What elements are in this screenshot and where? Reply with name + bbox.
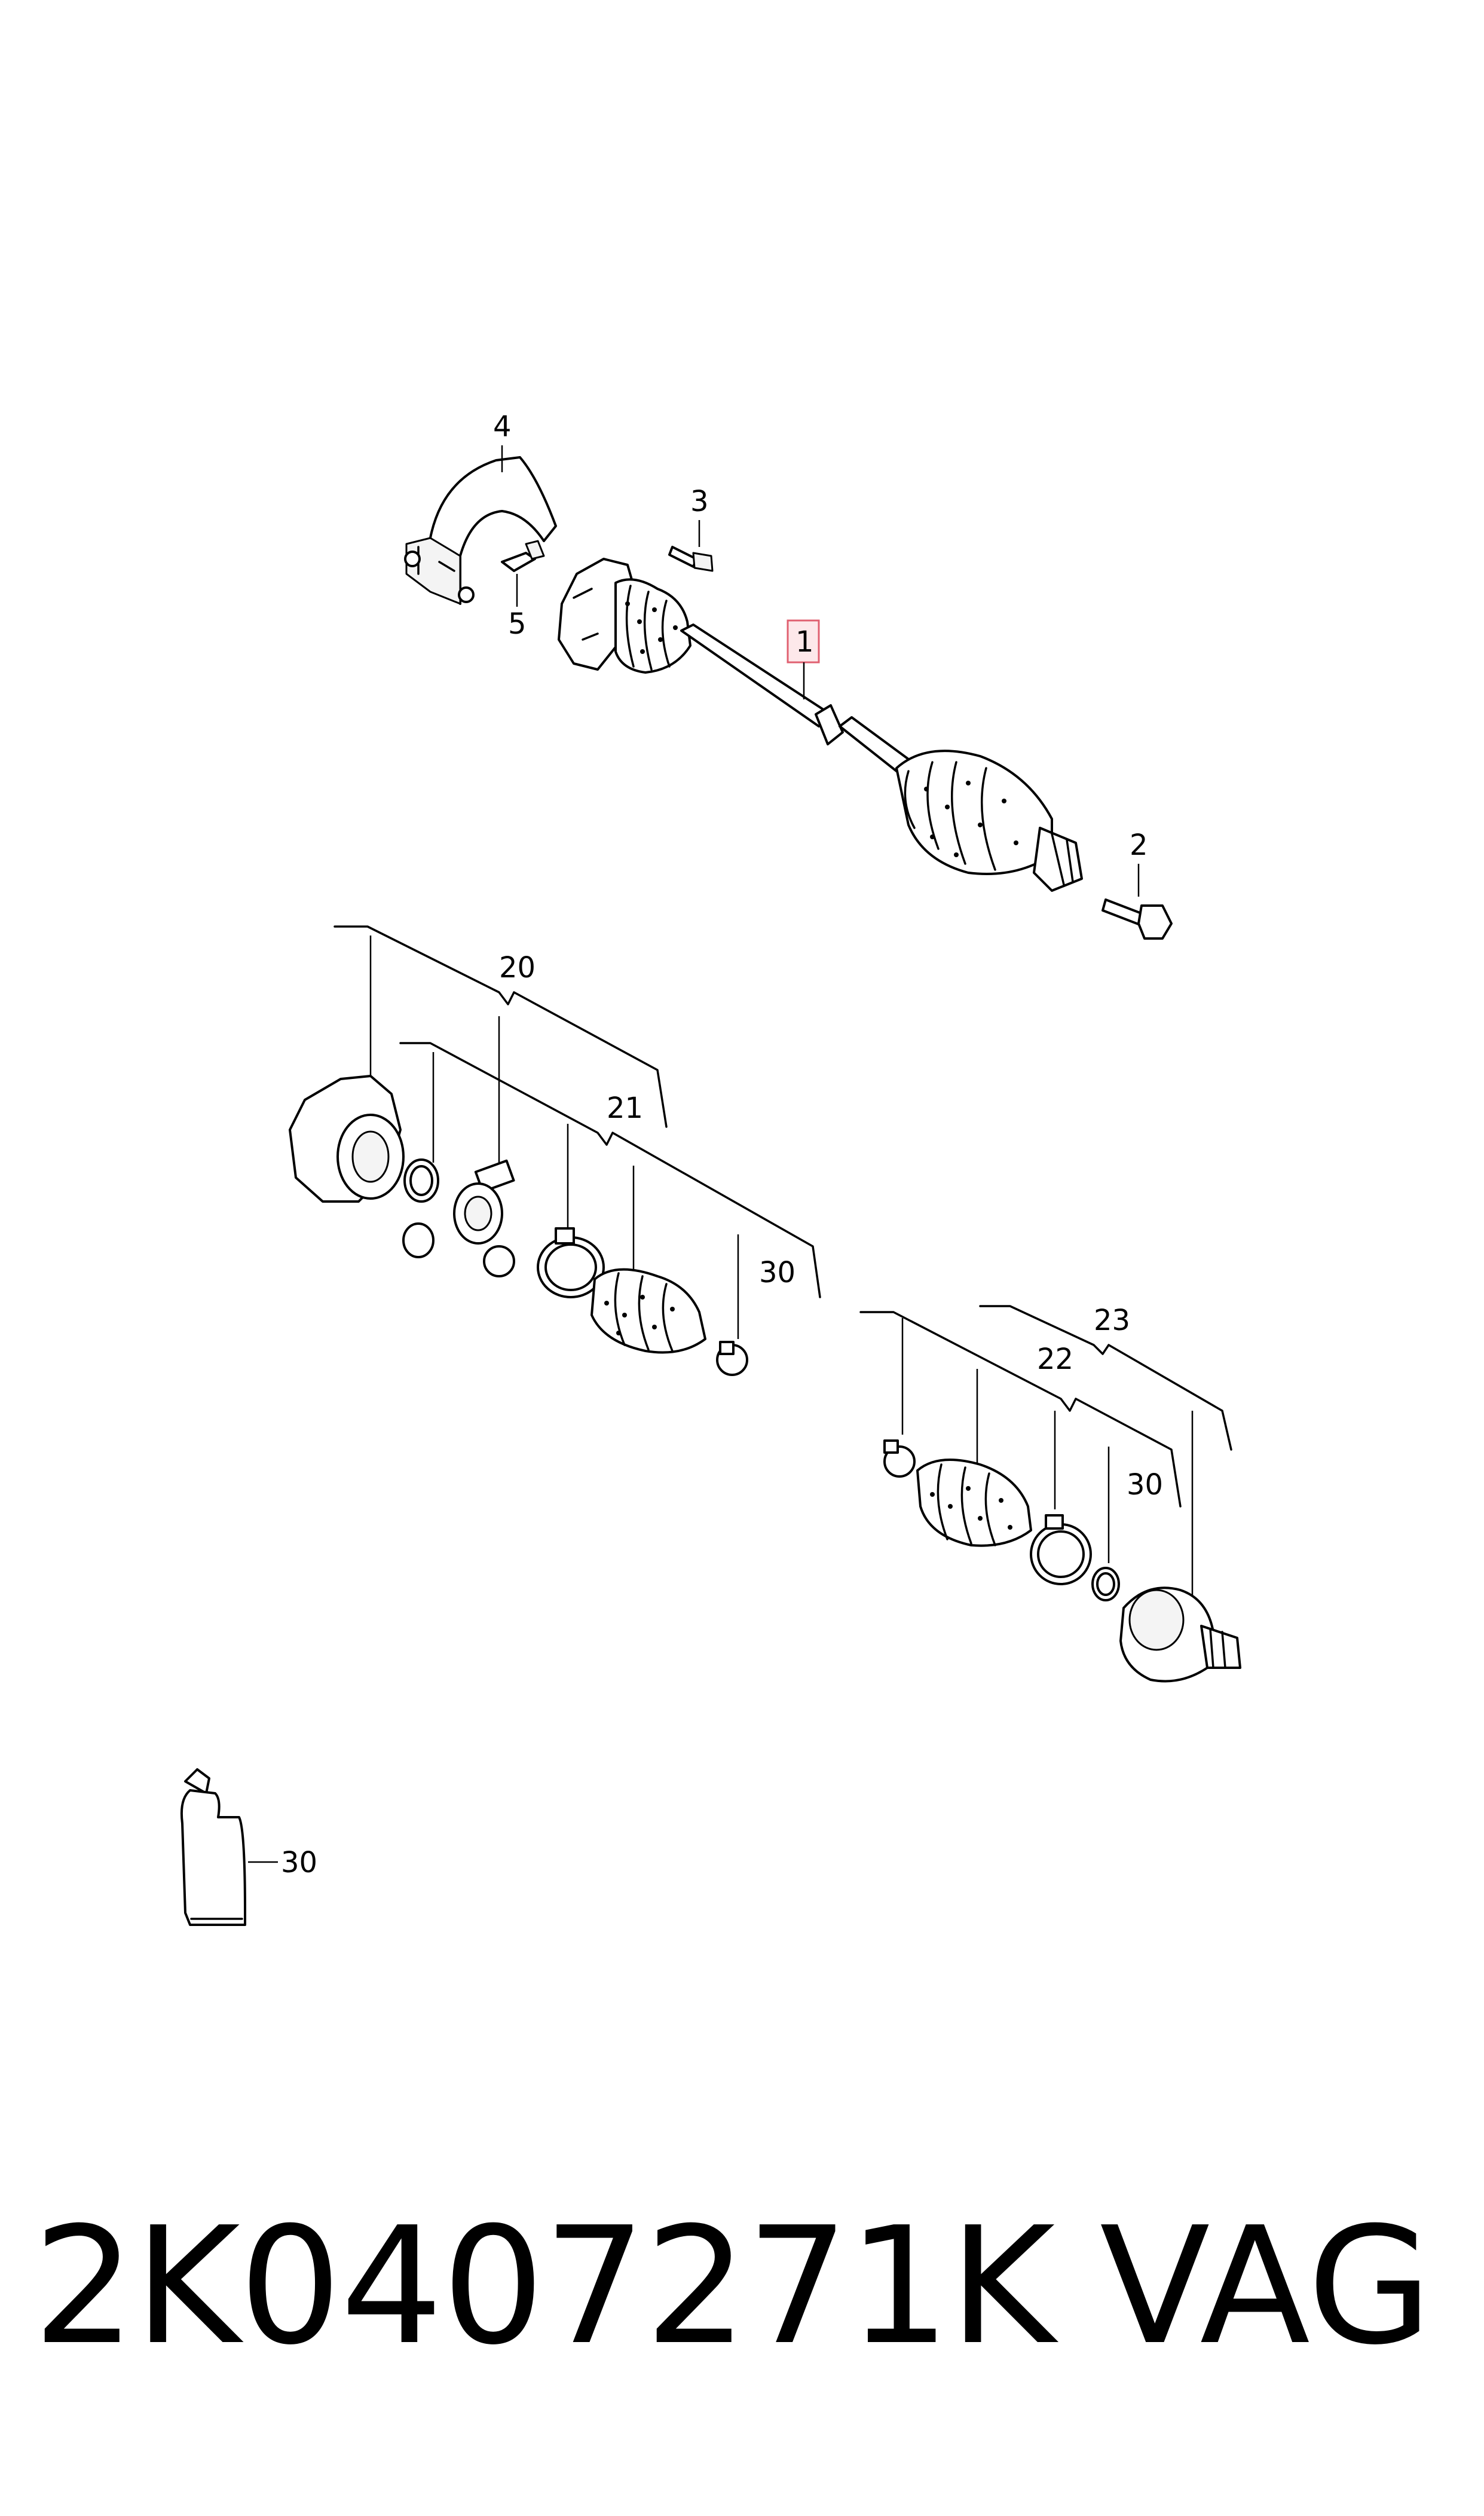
callout-20: 20 bbox=[499, 951, 536, 985]
callout-labels: 4 3 5 1 2 20 21 30 23 22 30 30 bbox=[281, 410, 1163, 1879]
callout-2: 2 bbox=[1130, 829, 1148, 862]
boot-texture bbox=[625, 601, 1018, 857]
heat-shield-part-4 bbox=[404, 456, 557, 605]
drive-shaft-assembly bbox=[404, 456, 1173, 940]
bolt-part-2 bbox=[1101, 898, 1173, 940]
outer-boot bbox=[895, 750, 1053, 875]
inner-boot bbox=[614, 578, 691, 674]
outer-joint-kit bbox=[859, 1305, 1241, 1683]
grease-tube-part-30 bbox=[180, 1768, 278, 1926]
callout-3: 3 bbox=[690, 485, 709, 518]
callout-4: 4 bbox=[493, 410, 512, 444]
outer-cv-spline bbox=[1033, 827, 1083, 892]
callout-22: 22 bbox=[1037, 1343, 1073, 1376]
brand-name: VAG bbox=[1100, 2192, 1433, 2380]
callout-30-inner-kit: 30 bbox=[759, 1256, 795, 1289]
callout-5: 5 bbox=[508, 607, 527, 641]
callout-30-grease: 30 bbox=[281, 1846, 317, 1879]
part-number: 2K0407271K bbox=[33, 2192, 1055, 2380]
callout-23: 23 bbox=[1094, 1304, 1130, 1337]
callout-21: 21 bbox=[607, 1092, 643, 1125]
bolt-part-5 bbox=[501, 540, 545, 572]
inner-joint-kit bbox=[289, 925, 821, 1376]
callout-30-outer-kit: 30 bbox=[1127, 1468, 1163, 1502]
callout-1: 1 bbox=[795, 625, 814, 659]
bolt-part-3 bbox=[668, 546, 714, 572]
